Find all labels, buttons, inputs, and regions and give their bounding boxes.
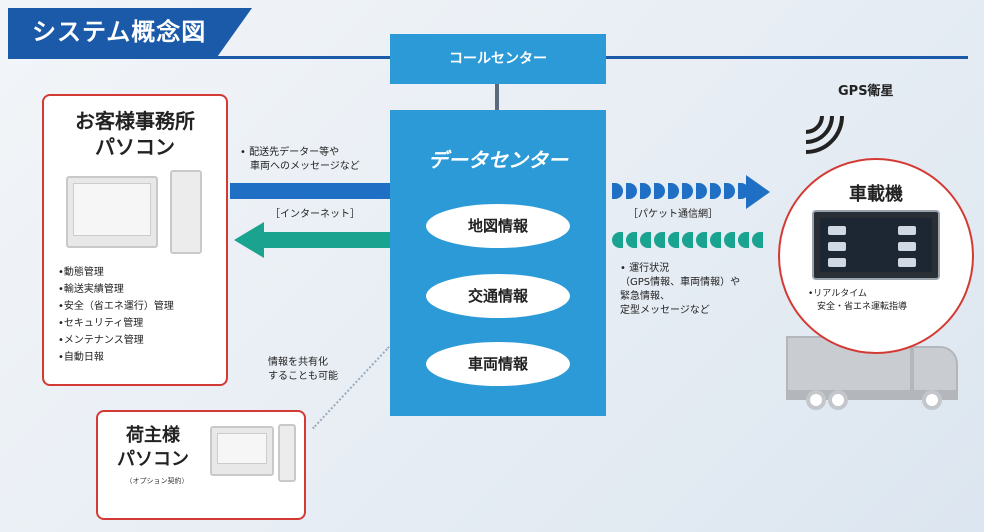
inbound-label-line4: 定型メッセージなど bbox=[620, 305, 710, 316]
inbound-label-line1: • 運行状況 bbox=[620, 263, 670, 274]
packet-network-label: ［パケット通信網］ bbox=[628, 209, 718, 220]
list-item: •メンテナンス管理 bbox=[58, 335, 144, 346]
vehicle-feature-line2: 安全・省エネ運転指導 bbox=[808, 302, 908, 312]
inbound-arrowhead bbox=[234, 222, 264, 258]
call-center-box: コールセンター bbox=[390, 34, 606, 84]
shipper-title-line2: パソコン bbox=[117, 449, 189, 470]
map-info-pill: 地図情報 bbox=[426, 204, 570, 248]
inbound-data-label: • 運行状況 （GPS情報、車両情報）や 緊急情報、 定型メッセージなど bbox=[620, 262, 740, 318]
vehicle-feature-line1: •リアルタイム bbox=[808, 289, 868, 299]
shipper-pc-box: 荷主様 パソコン （オプション契約） bbox=[96, 410, 306, 520]
vehicle-device-title: 車載機 bbox=[849, 184, 903, 205]
list-item: •動態管理 bbox=[58, 267, 104, 278]
shipper-title: 荷主様 パソコン bbox=[108, 424, 198, 472]
vehicle-device-circle: 車載機 •リアルタイム 安全・省エネ運転指導 bbox=[778, 158, 974, 354]
list-item: •セキュリティ管理 bbox=[58, 318, 144, 329]
packet-outbound-arrowhead bbox=[746, 175, 770, 209]
data-center-box: データセンター 地図情報 交通情報 車両情報 bbox=[390, 110, 606, 416]
onboard-device-icon bbox=[812, 210, 940, 280]
shipper-title-line1: 荷主様 bbox=[126, 425, 180, 446]
shared-info-line2: することも可能 bbox=[268, 371, 338, 382]
list-item: •安全（省エネ運行）管理 bbox=[58, 301, 174, 312]
outbound-link-arrow bbox=[230, 183, 390, 199]
office-title: お客様事務所 パソコン bbox=[44, 108, 226, 160]
packet-inbound-stream bbox=[612, 232, 766, 248]
data-center-title: データセンター bbox=[428, 148, 568, 172]
gps-satellite-label: GPS衛星 bbox=[838, 84, 894, 99]
office-feature-list: •動態管理 •輸送実績管理 •安全（省エネ運行）管理 •セキュリティ管理 •メン… bbox=[58, 264, 174, 366]
office-title-line2: パソコン bbox=[95, 135, 175, 159]
shared-info-note: 情報を共有化 することも可能 bbox=[268, 356, 338, 384]
outbound-label-line1: • 配送先データー等や bbox=[240, 147, 340, 158]
shared-info-line1: 情報を共有化 bbox=[268, 357, 328, 368]
page-title: システム概念図 bbox=[8, 8, 252, 56]
internet-label: ［インターネット］ bbox=[270, 209, 360, 220]
vehicle-feature-text: •リアルタイム 安全・省エネ運転指導 bbox=[808, 288, 907, 314]
callcenter-connector bbox=[495, 84, 499, 110]
monitor-icon bbox=[210, 426, 274, 476]
inbound-label-line2: （GPS情報、車両情報）や bbox=[620, 277, 741, 288]
pc-tower-icon bbox=[170, 170, 202, 254]
pc-tower-icon bbox=[278, 424, 296, 482]
monitor-icon bbox=[66, 176, 158, 248]
office-title-line1: お客様事務所 bbox=[75, 109, 195, 133]
outbound-label-line2: 車両へのメッセージなど bbox=[240, 161, 360, 172]
shipper-option-note: （オプション契約） bbox=[125, 477, 189, 485]
traffic-info-pill: 交通情報 bbox=[426, 274, 570, 318]
list-item: •輸送実績管理 bbox=[58, 284, 124, 295]
packet-outbound-stream bbox=[612, 183, 752, 199]
outbound-data-label: • 配送先データー等や 車両へのメッセージなど bbox=[240, 146, 360, 174]
inbound-label-line3: 緊急情報、 bbox=[620, 291, 670, 302]
list-item: •自動日報 bbox=[58, 352, 104, 363]
office-pc-box: お客様事務所 パソコン •動態管理 •輸送実績管理 •安全（省エネ運行）管理 •… bbox=[42, 94, 228, 386]
vehicle-info-pill: 車両情報 bbox=[426, 342, 570, 386]
inbound-link-arrow bbox=[262, 232, 390, 248]
